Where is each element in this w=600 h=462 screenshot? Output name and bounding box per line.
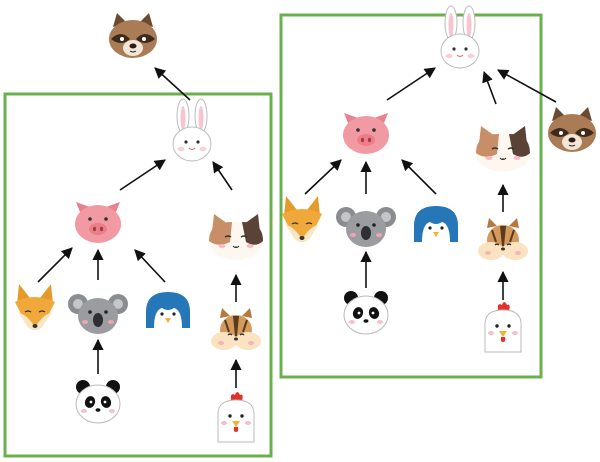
edge-penguin-to-pig bbox=[401, 159, 437, 195]
raccoon-icon bbox=[547, 106, 597, 153]
koala-icon bbox=[68, 294, 128, 334]
fox-icon bbox=[281, 195, 323, 243]
koala-icon bbox=[336, 207, 396, 247]
chipmunk-icon bbox=[477, 217, 529, 261]
edge-cat-to-rabbit bbox=[212, 161, 233, 191]
left-tree-frame bbox=[3, 92, 273, 458]
edge-rabbit-to-raccoon bbox=[154, 67, 191, 101]
pig-icon bbox=[75, 202, 121, 243]
calico-cat-icon bbox=[475, 125, 531, 173]
right-tree-frame bbox=[279, 13, 543, 379]
penguin-icon bbox=[146, 292, 190, 328]
left-tree-edges bbox=[37, 67, 242, 388]
edge-raccoon-to-rabbit bbox=[497, 69, 557, 103]
pig-icon bbox=[343, 113, 389, 154]
edge-fox-to-pig bbox=[37, 247, 73, 283]
raccoon-icon bbox=[108, 12, 158, 59]
edge-pig-to-rabbit bbox=[119, 159, 166, 191]
edge-pig-to-rabbit bbox=[386, 67, 436, 101]
panda-icon bbox=[343, 290, 389, 335]
penguin-icon bbox=[414, 206, 458, 242]
fox-icon bbox=[14, 283, 56, 331]
chipmunk-icon bbox=[210, 307, 262, 351]
rabbit-icon bbox=[172, 98, 212, 162]
chicken-icon bbox=[484, 301, 522, 353]
calico-cat-icon bbox=[208, 213, 264, 261]
right-tree-edges bbox=[304, 67, 557, 300]
panda-icon bbox=[75, 379, 121, 424]
edge-cat-to-rabbit bbox=[482, 70, 497, 105]
edge-penguin-to-pig bbox=[134, 249, 166, 283]
edge-fox-to-pig bbox=[304, 159, 342, 195]
chicken-icon bbox=[217, 391, 255, 443]
